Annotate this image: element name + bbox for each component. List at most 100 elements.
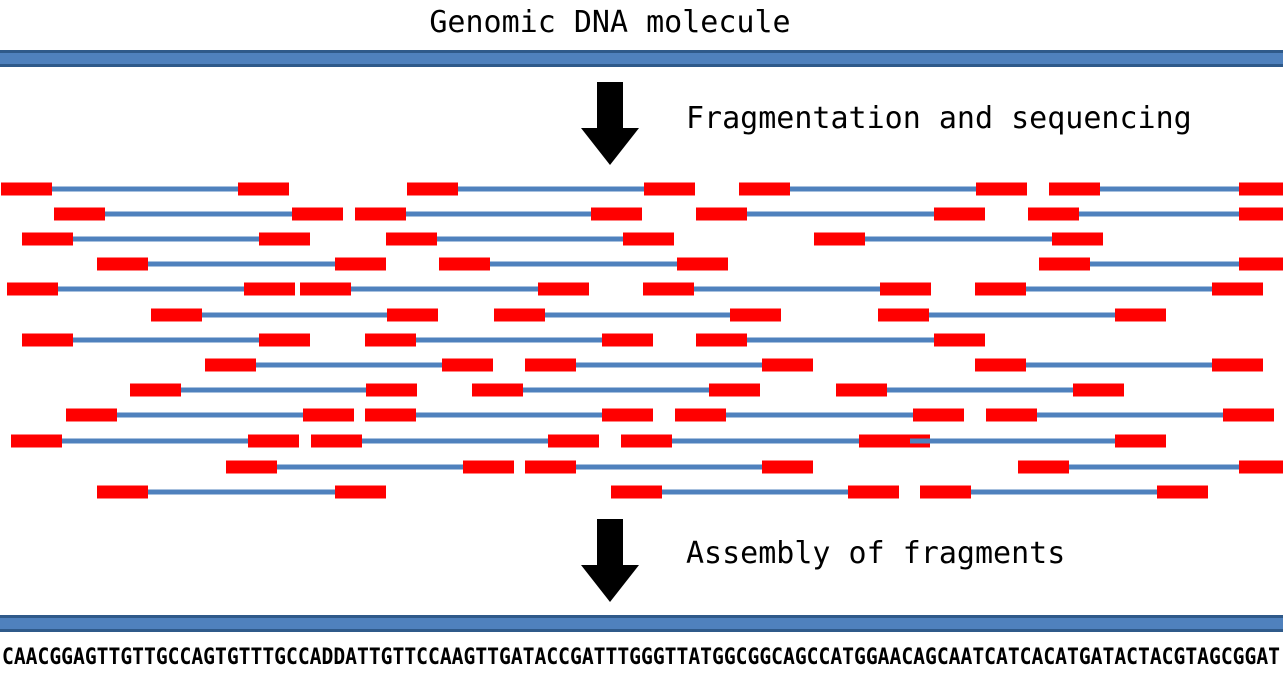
read-pair — [97, 257, 386, 271]
read-end-right — [548, 434, 599, 448]
down-arrow-icon — [581, 519, 639, 602]
read-end-right — [259, 232, 310, 246]
read-end-right — [1239, 182, 1283, 196]
read-end-left — [675, 408, 726, 422]
insert-segment — [971, 489, 1157, 495]
insert-segment — [52, 186, 238, 192]
insert-segment — [747, 337, 934, 343]
insert-segment — [148, 489, 335, 495]
read-end-left — [54, 207, 105, 221]
read-end-right — [335, 485, 386, 499]
read-pair — [1039, 257, 1283, 271]
down-arrow-icon — [581, 82, 639, 165]
read-end-right — [1239, 257, 1283, 271]
read-end-right — [387, 308, 438, 322]
read-end-left — [525, 358, 576, 372]
read-end-left — [97, 485, 148, 499]
read-end-right — [934, 333, 985, 347]
read-pair — [365, 408, 653, 422]
read-end-right — [623, 232, 674, 246]
read-end-right — [1212, 358, 1263, 372]
read-end-right — [1223, 408, 1274, 422]
read-end-left — [696, 333, 747, 347]
read-end-left — [739, 182, 790, 196]
read-end-right — [762, 460, 813, 474]
read-pair — [439, 257, 728, 271]
read-end-left — [300, 282, 351, 296]
read-pair — [1049, 182, 1283, 196]
read-pair — [386, 232, 674, 246]
read-end-right — [303, 408, 354, 422]
insert-segment — [458, 186, 644, 192]
read-pair — [97, 485, 386, 499]
read-pair — [920, 485, 1208, 499]
insert-segment — [181, 387, 366, 393]
insert-segment — [1026, 286, 1212, 292]
insert-segment — [747, 211, 934, 217]
read-pair — [494, 308, 781, 322]
read-end-right — [730, 308, 781, 322]
read-end-left — [311, 434, 362, 448]
read-pair — [975, 282, 1263, 296]
read-end-left — [1028, 207, 1079, 221]
read-end-left — [814, 232, 865, 246]
read-end-right — [1157, 485, 1208, 499]
insert-segment — [73, 337, 259, 343]
insert-segment — [148, 261, 335, 267]
read-pair — [472, 383, 760, 397]
read-end-right — [913, 408, 964, 422]
read-end-left — [1039, 257, 1090, 271]
read-end-left — [920, 485, 971, 499]
read-end-right — [602, 408, 653, 422]
insert-segment — [351, 286, 538, 292]
insert-segment — [790, 186, 976, 192]
assembled-sequence: CAACGGAGTTGTTGCCAGTGTTTGCCADDATTGTTCCAAG… — [2, 645, 1280, 670]
fragmentation-label: Fragmentation and sequencing — [686, 101, 1192, 136]
read-end-right — [248, 434, 299, 448]
insert-segment — [202, 312, 387, 318]
insert-segment — [1100, 186, 1239, 192]
read-pair — [878, 308, 1166, 322]
read-pair — [365, 333, 653, 347]
read-end-left — [130, 383, 181, 397]
read-end-right — [335, 257, 386, 271]
insert-segment — [672, 438, 879, 444]
read-end-left — [1018, 460, 1069, 474]
paired-end-reads — [1, 182, 1283, 499]
read-pair — [54, 207, 343, 221]
assembly-label: Assembly of fragments — [686, 536, 1065, 571]
read-pair — [151, 308, 438, 322]
read-pair — [7, 282, 295, 296]
read-pair — [675, 408, 964, 422]
read-end-left — [205, 358, 256, 372]
read-end-right — [259, 333, 310, 347]
read-end-right — [238, 182, 289, 196]
insert-segment — [576, 464, 762, 470]
insert-segment — [406, 211, 591, 217]
insert-segment — [1037, 412, 1223, 418]
read-end-right — [880, 282, 931, 296]
read-end-right — [538, 282, 589, 296]
read-end-left — [696, 207, 747, 221]
read-end-left — [859, 434, 910, 448]
insert-segment — [437, 236, 623, 242]
insert-segment — [62, 438, 248, 444]
read-pair — [11, 434, 299, 448]
insert-segment — [105, 211, 292, 217]
read-end-left — [22, 232, 73, 246]
read-end-left — [226, 460, 277, 474]
read-end-right — [442, 358, 493, 372]
insert-segment — [929, 312, 1115, 318]
read-end-right — [677, 257, 728, 271]
read-pair — [696, 207, 985, 221]
read-end-left — [611, 485, 662, 499]
read-pair — [355, 207, 642, 221]
read-end-left — [1049, 182, 1100, 196]
read-end-left — [11, 434, 62, 448]
insert-segment — [576, 362, 762, 368]
read-end-right — [244, 282, 295, 296]
read-end-left — [986, 408, 1037, 422]
genome-title: Genomic DNA molecule — [429, 5, 790, 40]
read-pair — [975, 358, 1263, 372]
insert-segment — [490, 261, 677, 267]
